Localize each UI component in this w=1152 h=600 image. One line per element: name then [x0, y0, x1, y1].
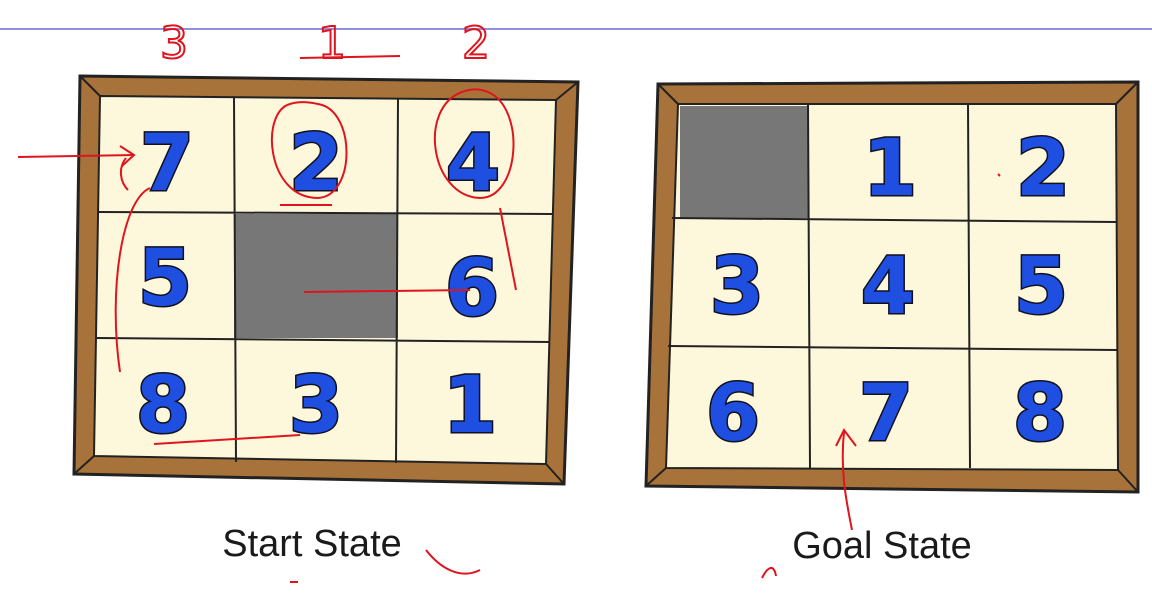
start-tile-6: 6 — [445, 244, 499, 334]
goal-tile-6: 5 — [1014, 242, 1068, 332]
start-tile-8: 3 — [289, 361, 343, 451]
start-caption-check — [426, 550, 480, 574]
goal-tile-2: 1 — [863, 124, 917, 214]
start-tile-2: 2 — [289, 119, 343, 209]
goal-tile-7: 6 — [706, 369, 760, 459]
column-label-1: 3 — [160, 18, 188, 69]
start-tile-1: 7 — [140, 119, 194, 209]
goal-tile-9: 8 — [1013, 369, 1067, 459]
start-tile-4: 5 — [138, 234, 192, 324]
goal-tile-4: 3 — [710, 242, 764, 332]
goal-board: 1 2 3 4 5 6 7 8 — [646, 82, 1138, 492]
column-labels: 3 1 2 — [160, 18, 490, 69]
underline-stroke — [300, 56, 400, 58]
goal-tile-5: 4 — [861, 242, 915, 332]
goal-small-dot — [998, 174, 1000, 176]
start-blank-tile — [234, 214, 398, 338]
column-label-2: 1 — [318, 18, 346, 69]
goal-tile-3: 2 — [1016, 124, 1070, 214]
goal-state-caption: Goal State — [792, 525, 972, 567]
start-tile-9: 1 — [443, 361, 497, 451]
start-tile-7: 8 — [136, 361, 190, 451]
start-state-caption: Start State — [222, 523, 402, 565]
start-board: 7 2 4 5 6 8 3 1 — [74, 76, 578, 484]
goal-blank-tile — [680, 106, 808, 218]
column-label-3: 2 — [462, 18, 490, 69]
goal-caption-mark — [762, 568, 776, 578]
goal-tile-8: 7 — [859, 369, 913, 459]
